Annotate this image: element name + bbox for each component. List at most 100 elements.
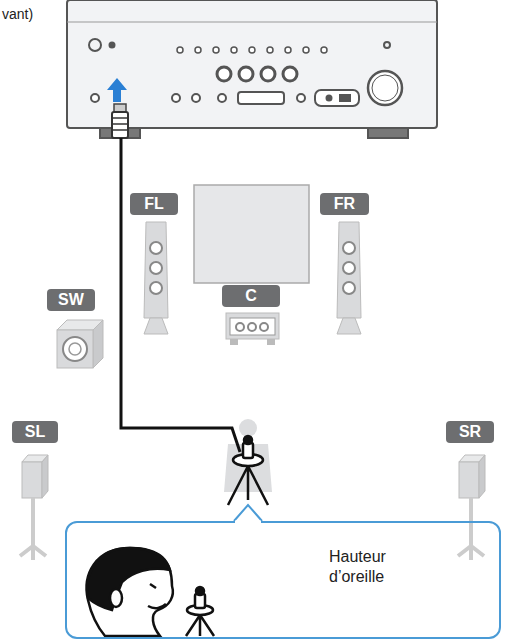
button: [321, 47, 327, 53]
speaker-label: SL: [25, 423, 45, 441]
microphone-small: [186, 587, 214, 636]
speaker-tower: [337, 222, 361, 318]
tripod: [228, 466, 268, 505]
jack: [218, 94, 226, 102]
usb-port: [340, 95, 350, 101]
button: [285, 47, 291, 53]
button: [267, 47, 273, 53]
power-button: [89, 39, 101, 51]
driver: [343, 242, 355, 254]
knob: [283, 67, 297, 81]
caption-fragment: vant): [2, 6, 33, 22]
indicator: [110, 43, 115, 48]
button: [213, 47, 219, 53]
driver: [150, 242, 162, 254]
usb-panel: [315, 90, 359, 106]
front-speaker: [337, 222, 361, 334]
speaker-base: [144, 318, 168, 334]
driver: [260, 323, 268, 331]
usb-dot: [327, 96, 332, 101]
button-row: [177, 47, 327, 53]
volume-knob-ring: [372, 75, 398, 101]
speaker-tag: C: [222, 285, 280, 307]
driver: [343, 282, 355, 294]
stand: [469, 498, 473, 548]
sub-side: [93, 320, 103, 368]
listener-head: [239, 419, 257, 437]
speaker-tag: FR: [320, 193, 369, 215]
button: [249, 47, 255, 53]
pointer: [234, 505, 262, 521]
driver: [248, 323, 256, 331]
callout-box: Hauteur d’oreille: [65, 521, 501, 639]
hair: [87, 548, 170, 610]
eye: [150, 584, 156, 588]
speaker-label: SW: [58, 291, 84, 309]
speaker-tag: SR: [446, 421, 494, 443]
button: [91, 94, 99, 102]
speaker-tag: SW: [47, 289, 95, 311]
spk-front: [459, 462, 479, 498]
mic-plug: [112, 104, 128, 138]
knob: [239, 67, 253, 81]
knob-row: [217, 67, 297, 81]
speaker-tower: [144, 222, 168, 318]
button: [303, 47, 309, 53]
jack: [172, 94, 180, 102]
button: [231, 47, 237, 53]
sub-front: [57, 330, 93, 368]
plug-grip: [113, 129, 127, 131]
plug-tip: [114, 104, 126, 112]
button: [384, 42, 390, 48]
button: [177, 47, 183, 53]
callout-text: Hauteur d’oreille: [329, 547, 419, 587]
plug-grip: [113, 117, 127, 119]
stand-base: [458, 546, 484, 560]
mic-head: [244, 436, 252, 444]
speaker-label: SR: [459, 423, 481, 441]
driver: [150, 262, 162, 274]
volume-knob: [368, 71, 402, 105]
spk-side: [479, 455, 485, 498]
center-grille: [230, 318, 275, 335]
speaker-base: [337, 318, 361, 334]
center-foot: [230, 339, 238, 345]
knob: [261, 67, 275, 81]
jack: [192, 94, 200, 102]
center-speaker: [226, 313, 279, 345]
tv-screen: [194, 185, 309, 283]
microphone: [228, 436, 268, 505]
speaker-label: FR: [334, 195, 355, 213]
speaker-label: C: [245, 287, 257, 305]
listener-person: [87, 548, 173, 636]
jack: [297, 94, 305, 102]
tripod: [186, 615, 214, 636]
driver: [236, 323, 244, 331]
driver: [343, 262, 355, 274]
sub-driver: [63, 337, 87, 361]
head-outline: [87, 548, 173, 636]
port: [238, 92, 284, 104]
pointer-gap: [235, 521, 261, 524]
subwoofer: [57, 320, 103, 368]
driver: [150, 282, 162, 294]
insert-arrow: [107, 78, 127, 102]
front-speaker: [144, 222, 168, 334]
av-receiver: [67, 0, 437, 138]
mouth: [148, 604, 166, 608]
plug-body: [112, 112, 128, 138]
speaker-tag: SL: [12, 421, 58, 443]
speaker-label: FL: [144, 195, 164, 213]
mic-head: [196, 587, 204, 595]
surround-speaker: [458, 455, 485, 560]
button: [195, 47, 201, 53]
surround-speaker: [20, 455, 48, 560]
spk-side: [42, 455, 48, 498]
sub-cone: [69, 343, 81, 355]
plug-grip: [113, 123, 127, 125]
speaker-tag: FL: [130, 193, 178, 215]
center-box: [226, 313, 279, 339]
